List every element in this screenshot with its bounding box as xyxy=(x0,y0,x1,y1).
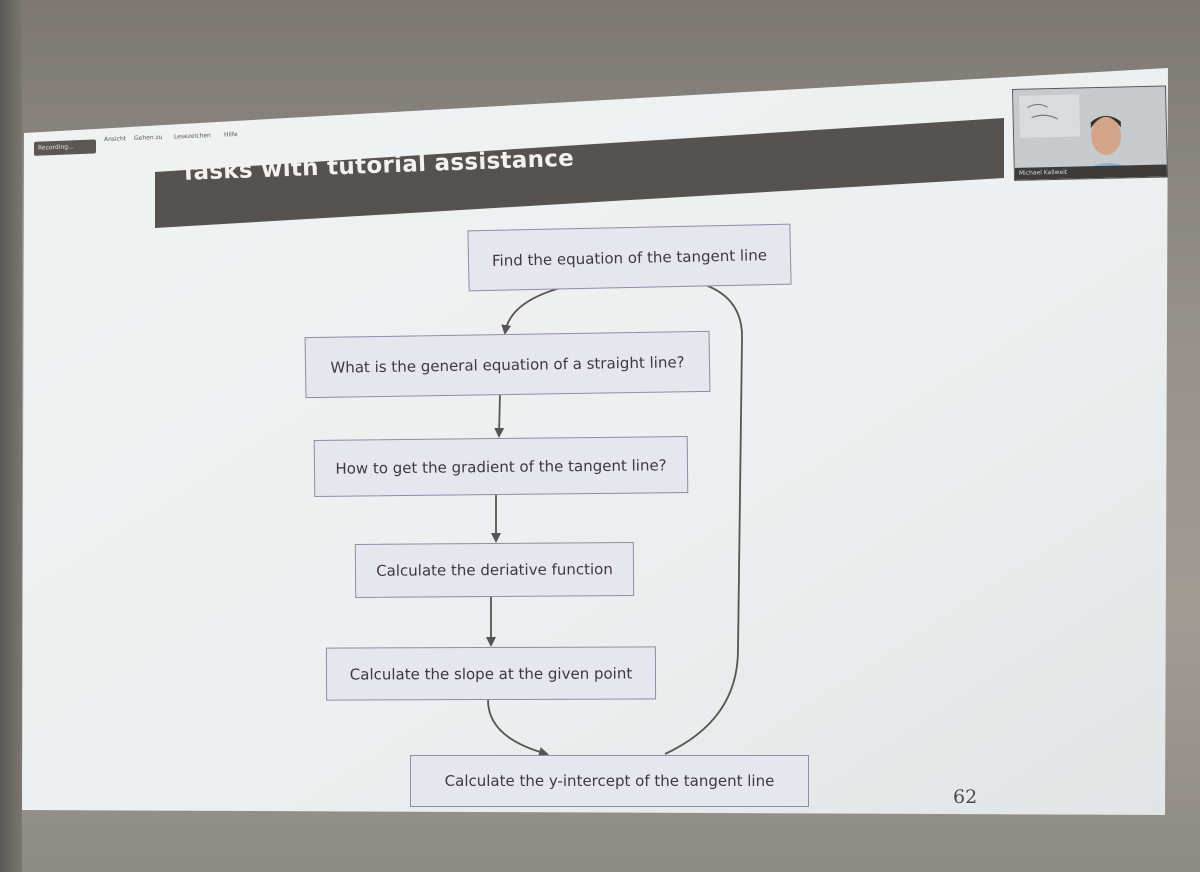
webcam-video: Michael Kallweit xyxy=(1012,85,1169,181)
flow-step-general-equation: What is the general equation of a straig… xyxy=(304,330,711,399)
slide-page-number: 62 xyxy=(953,786,978,808)
flow-step-gradient: How to get the gradient of the tangent l… xyxy=(313,436,689,497)
flow-step-find-tangent: Find the equation of the tangent line xyxy=(467,223,792,292)
wall-edge xyxy=(0,0,22,872)
presenter-video xyxy=(1013,86,1168,180)
arrow-loop-back xyxy=(664,276,743,755)
flow-step-derivative: Calculate the deriative function xyxy=(354,542,635,598)
header-bar xyxy=(155,118,1004,228)
arrow-step1-to-step2 xyxy=(501,285,569,335)
flow-step-slope: Calculate the slope at the given point xyxy=(325,646,657,701)
arrow-step2-to-step3 xyxy=(494,392,505,438)
arrow-step5-to-step6 xyxy=(487,699,549,757)
flow-step-y-intercept: Calculate the y-intercept of the tangent… xyxy=(410,755,809,807)
